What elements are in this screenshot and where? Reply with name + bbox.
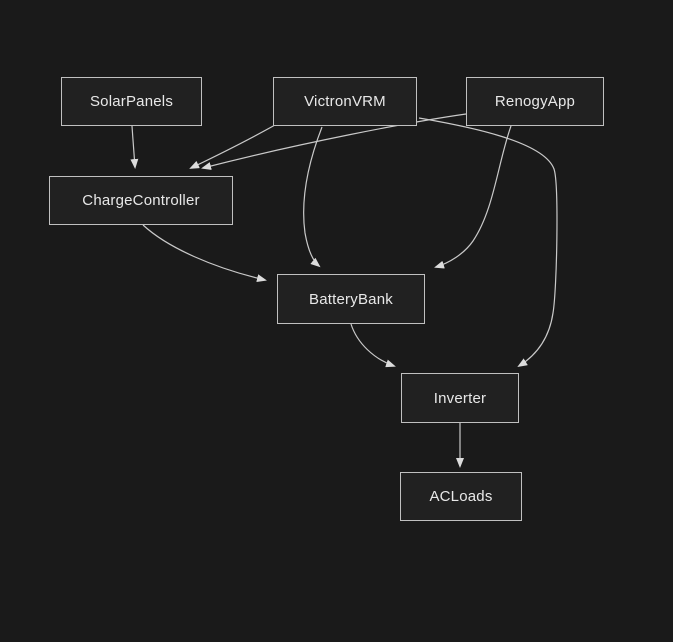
node-chargecontroller: ChargeController — [49, 176, 233, 225]
node-solarpanels: SolarPanels — [61, 77, 202, 126]
node-batterybank: BatteryBank — [277, 274, 425, 324]
edge-victronvrm-to-inverter — [418, 117, 558, 368]
edge-victronvrm-to-chargecontroller — [189, 124, 276, 169]
edge-victronvrm-to-batterybank — [303, 126, 323, 268]
edge-renogyapp-to-chargecontroller — [201, 113, 467, 170]
node-acloads: ACLoads — [400, 472, 522, 521]
edge-chargecontroller-to-batterybank — [142, 224, 267, 283]
node-renogyapp: RenogyApp — [466, 77, 604, 126]
edge-solarpanels-to-chargecontroller — [130, 125, 139, 169]
node-victronvrm: VictronVRM — [273, 77, 417, 126]
edge-renogyapp-to-batterybank — [434, 125, 512, 269]
edge-batterybank-to-inverter — [350, 323, 396, 368]
node-inverter: Inverter — [401, 373, 519, 423]
